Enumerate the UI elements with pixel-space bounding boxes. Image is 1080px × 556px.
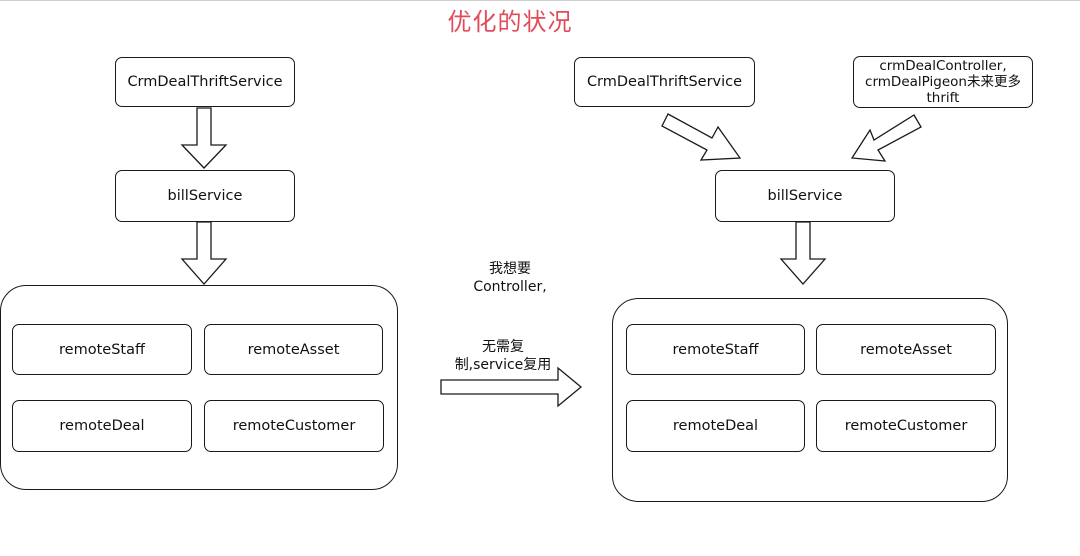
right-remote-asset-box: remoteAsset [816,324,996,375]
down-arrow-icon [180,221,228,285]
diagonal-arrow-icon [850,114,922,162]
right-remote-customer-label: remoteCustomer [844,418,968,434]
right-crm-deal-thrift-service-label: CrmDealThriftService [586,74,743,90]
left-remote-staff-box: remoteStaff [12,324,192,375]
middle-note-line4: 制,service复用 [454,357,552,373]
right-remote-deal-label: remoteDeal [672,418,759,434]
left-bill-service-label: billService [167,188,243,204]
left-remote-staff-label: remoteStaff [59,341,145,358]
right-bill-service-box: billService [715,170,895,222]
middle-note-line3: 无需复 [482,339,524,355]
right-remote-staff-label: remoteStaff [672,341,759,358]
left-remote-container [0,285,398,490]
left-remote-asset-box: remoteAsset [204,324,383,375]
left-remote-deal-label: remoteDeal [59,418,145,434]
middle-note-line2: Controller, [473,279,547,295]
right-arrow-icon [440,366,583,408]
left-remote-asset-label: remoteAsset [247,341,340,358]
right-future-thrift-box: crmDealController, crmDealPigeon未来更多 thr… [853,56,1033,108]
diagram-title: 优化的状况 [447,8,573,36]
left-remote-customer-label: remoteCustomer [232,418,356,434]
right-future-line2: crmDealPigeon未来更多 [865,74,1021,90]
down-arrow-icon [779,221,827,285]
right-bill-service-label: billService [767,188,843,204]
right-future-line1: crmDealController, [879,58,1007,74]
right-future-line3: thrift [926,90,960,106]
right-remote-customer-box: remoteCustomer [816,400,996,452]
left-remote-customer-box: remoteCustomer [204,400,384,452]
middle-note-line1: 我想要 [489,261,531,277]
diagonal-arrow-icon [661,113,742,161]
right-remote-asset-label: remoteAsset [860,341,952,358]
left-bill-service-box: billService [115,170,295,222]
middle-note-top: 我想要 Controller, [455,260,565,296]
right-crm-deal-thrift-service-box: CrmDealThriftService [574,57,755,107]
left-remote-deal-box: remoteDeal [12,400,192,452]
left-crm-deal-thrift-service-label: CrmDealThriftService [127,74,283,90]
middle-note-bottom: 无需复 制,service复用 [438,338,568,374]
left-crm-deal-thrift-service-box: CrmDealThriftService [115,57,295,107]
right-remote-deal-box: remoteDeal [626,400,805,452]
top-border-line [0,0,1080,1]
down-arrow-icon [180,107,228,169]
right-remote-staff-box: remoteStaff [626,324,805,375]
